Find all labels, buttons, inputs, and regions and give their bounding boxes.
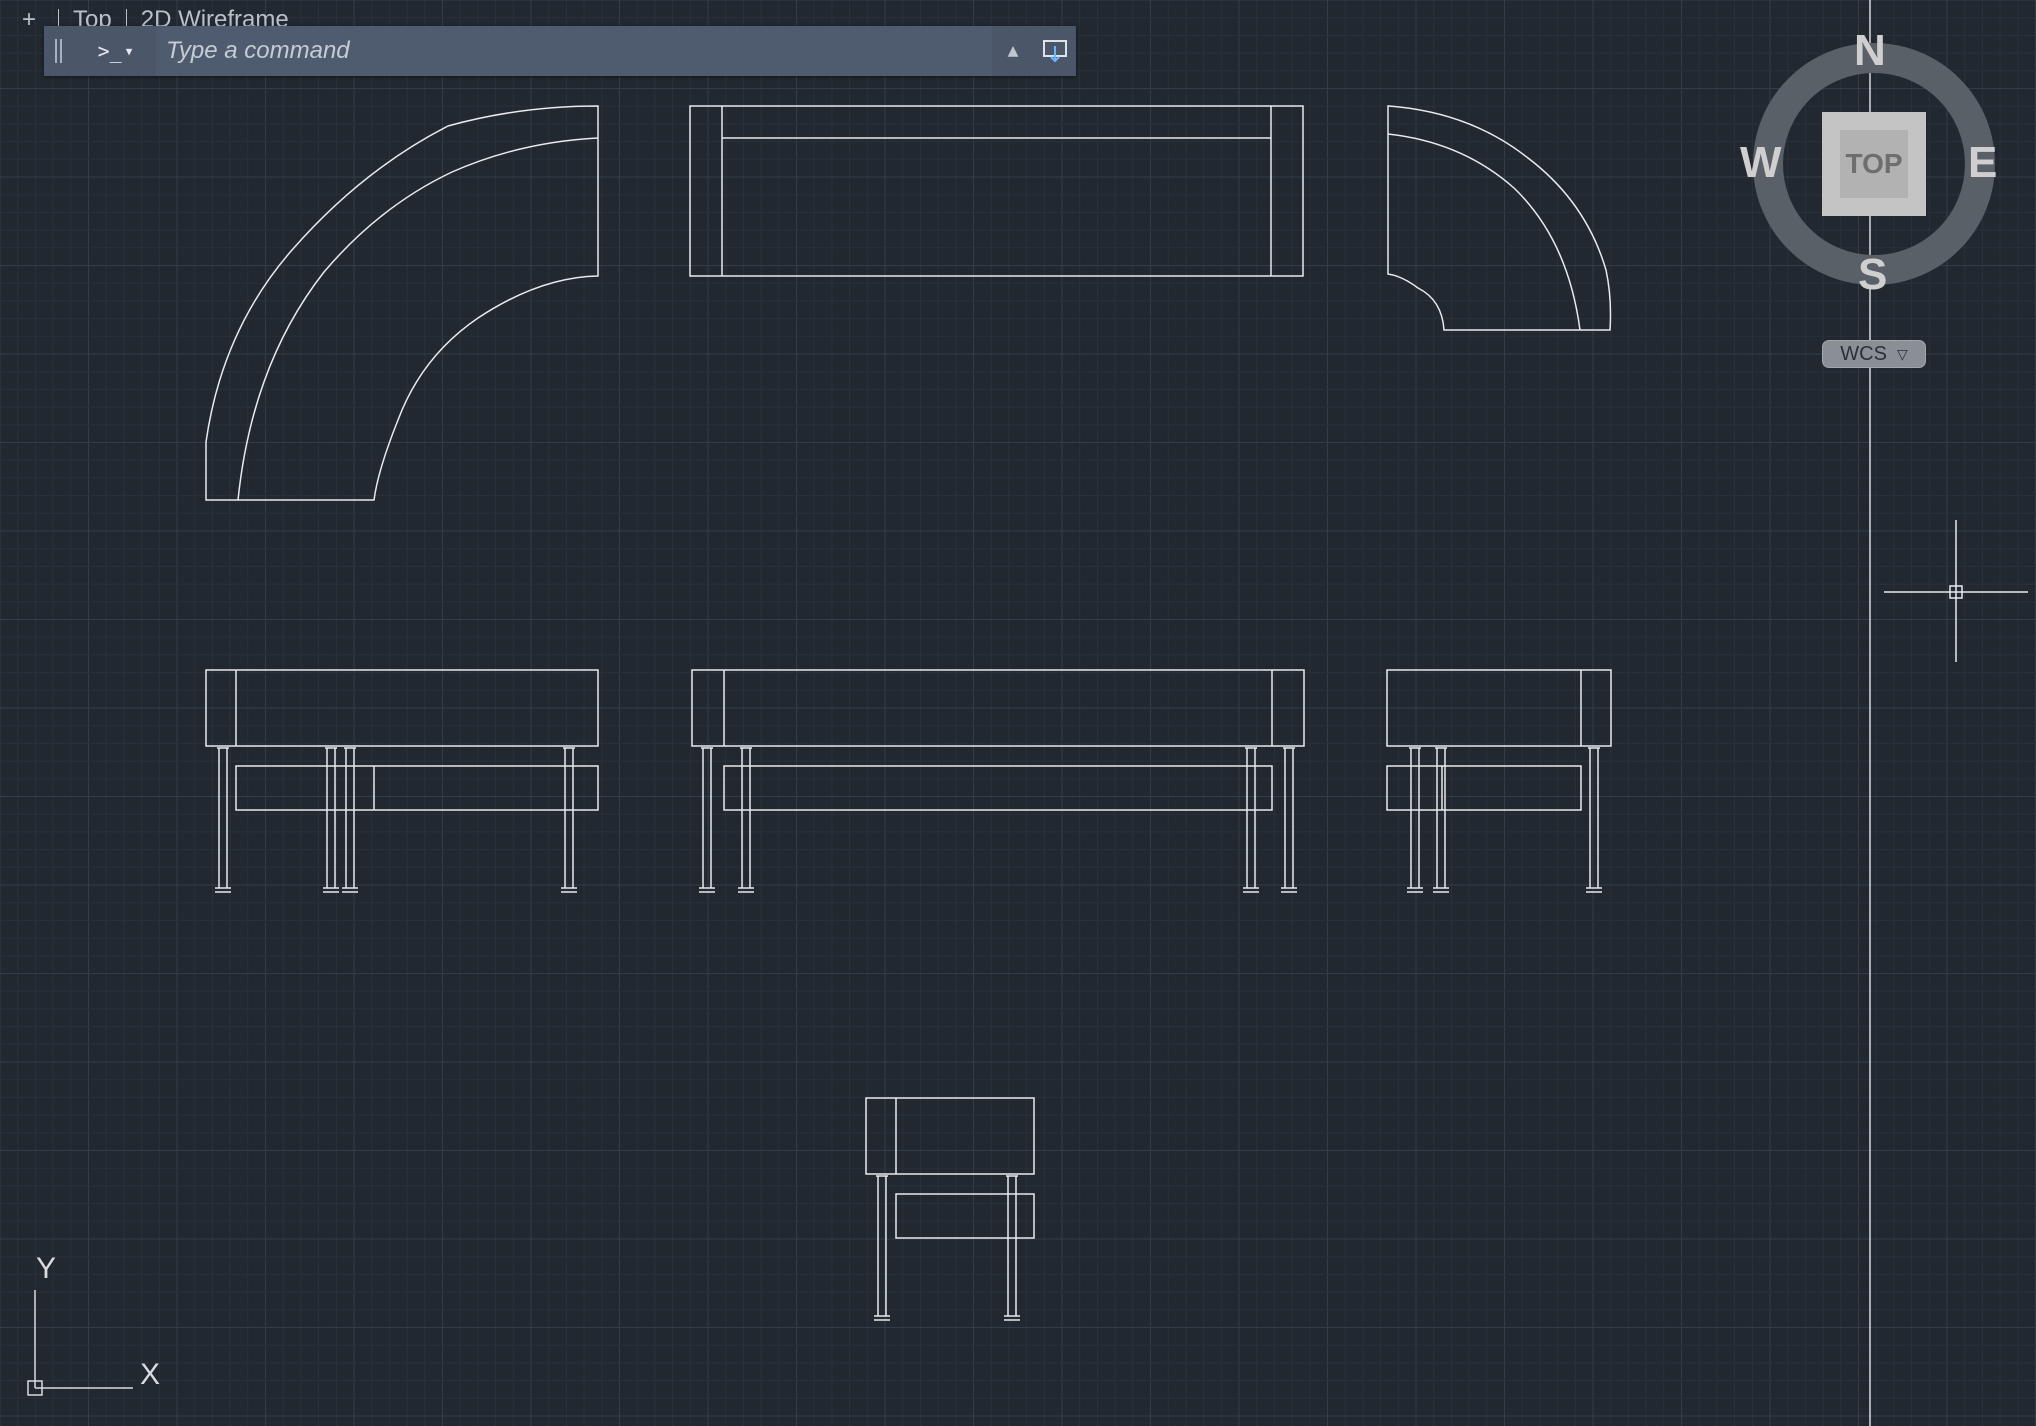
plan-straight-sofa <box>689 105 1304 277</box>
command-prompt-symbol: >_ <box>97 39 122 63</box>
plan-curved-sofa-right <box>1387 105 1612 331</box>
chevron-down-icon: ▼ <box>125 44 133 58</box>
command-line: >_ ▼ ▲ <box>44 26 1076 76</box>
viewcube-top-label: TOP <box>1840 130 1908 198</box>
compass-ring <box>1753 43 1995 285</box>
ucs-axis-labels: Y X <box>36 1252 160 1391</box>
sofa-leg <box>1281 747 1297 893</box>
sofa-leg <box>342 747 358 893</box>
sofa-leg <box>699 747 715 893</box>
sofa-legs <box>215 747 1602 1321</box>
divider <box>58 9 60 31</box>
recent-commands-up-icon[interactable]: ▲ <box>1007 43 1019 59</box>
elevation-sofa-middle <box>691 669 1305 811</box>
sofa-leg <box>1243 747 1259 893</box>
command-history-icon[interactable] <box>1034 26 1076 76</box>
sofa-leg <box>738 747 754 893</box>
viewcube[interactable]: TOP N S E W <box>1740 26 2010 300</box>
elevation-sofa-right <box>1386 669 1612 811</box>
plan-curved-sofa-left <box>205 105 599 501</box>
ucs-icon <box>27 1290 133 1396</box>
wcs-menu[interactable]: WCS ▽ <box>1822 340 1926 368</box>
ucs-x-label: X <box>140 1358 160 1391</box>
sofa-leg <box>1004 1175 1020 1321</box>
sofa-leg <box>1586 747 1602 893</box>
sofa-leg <box>215 747 231 893</box>
sofa-leg <box>874 1175 890 1321</box>
ucs-y-label: Y <box>36 1252 56 1285</box>
compass-west[interactable]: W <box>1740 138 1782 187</box>
chevron-down-icon: ▽ <box>1896 345 1908 362</box>
compass-south[interactable]: S <box>1858 250 1888 299</box>
sofa-leg <box>1407 747 1423 893</box>
grip-icon[interactable] <box>44 26 74 76</box>
elevation-sofa-left <box>205 669 599 811</box>
viewcube-top-face[interactable]: TOP <box>1822 112 1926 216</box>
crosshair-cursor <box>1884 520 2028 662</box>
elevation-chair <box>865 1097 1035 1239</box>
divider <box>125 9 127 31</box>
sofa-leg <box>323 747 339 893</box>
compass-north[interactable]: N <box>1854 26 1886 75</box>
linework <box>205 105 1612 1239</box>
sofa-leg <box>561 747 577 893</box>
wcs-label: WCS <box>1840 342 1887 365</box>
compass-east[interactable]: E <box>1968 138 1998 187</box>
sofa-leg <box>1433 747 1449 893</box>
command-prompt-icon[interactable]: >_ ▼ <box>74 26 156 76</box>
plus-icon[interactable]: + <box>22 6 37 33</box>
command-input[interactable] <box>156 26 992 76</box>
